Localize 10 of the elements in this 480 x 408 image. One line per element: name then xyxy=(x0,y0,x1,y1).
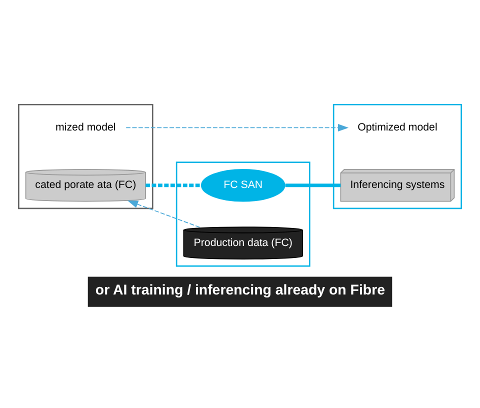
cluster xyxy=(176,162,310,267)
node-text: mized model xyxy=(56,121,116,134)
arrow xyxy=(127,200,201,228)
arrow xyxy=(126,124,349,132)
connector xyxy=(285,184,341,188)
node-text: Optimized model xyxy=(358,121,438,134)
node-ellipse: FC SAN xyxy=(200,168,286,202)
connector xyxy=(146,184,202,188)
cluster xyxy=(332,104,462,210)
caption: or AI training / inferencing already on Fibre xyxy=(95,282,385,298)
